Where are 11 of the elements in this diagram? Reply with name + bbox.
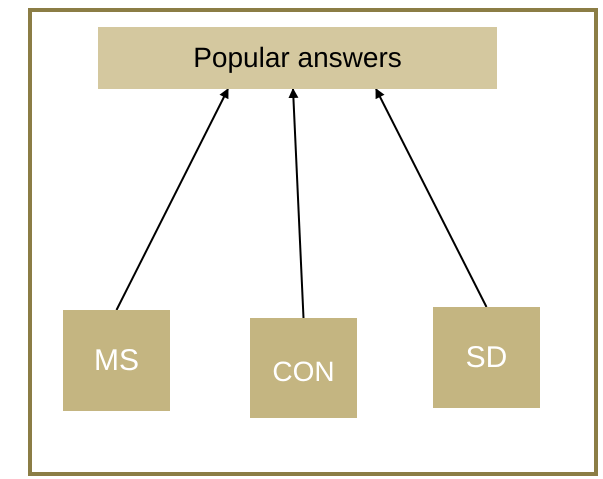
process-box: [250, 318, 357, 418]
box-label: MS: [94, 343, 139, 379]
box-label: CON: [272, 355, 335, 389]
process-box: [63, 310, 170, 411]
arrow: [288, 88, 304, 318]
arrow: [116, 88, 229, 310]
title-box: [98, 27, 497, 89]
box-label: Popular answers: [193, 41, 402, 75]
box-label: SD: [466, 340, 508, 376]
arrow: [375, 88, 488, 308]
process-box: [433, 307, 540, 408]
